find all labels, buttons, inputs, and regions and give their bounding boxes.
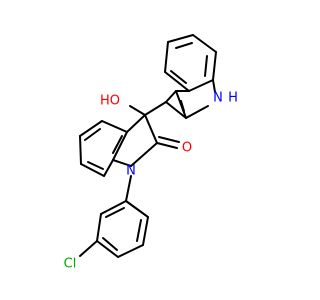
atom-label-h-indole: H: [228, 91, 238, 106]
bond: [165, 90, 177, 103]
bond: [164, 41, 169, 73]
bond: [164, 71, 190, 92]
bond: [87, 161, 104, 170]
bond: [212, 51, 217, 81]
molecule-canvas: N H HO O N Cl: [63, 34, 238, 272]
bond: [101, 120, 128, 133]
bond: [188, 79, 214, 92]
bond: [96, 213, 102, 242]
bond: [165, 101, 187, 119]
bond: [80, 163, 105, 177]
bond: [96, 240, 119, 258]
bond: [130, 142, 158, 167]
bond: [212, 79, 216, 93]
atom-label-carbonyl-oxygen: O: [182, 141, 192, 156]
bond: [180, 100, 185, 112]
bond: [112, 135, 123, 154]
bond: [103, 159, 114, 177]
bond: [79, 240, 98, 257]
bond: [204, 55, 208, 77]
bond: [117, 244, 144, 258]
atom-label-n-lactam: N: [126, 164, 136, 179]
bond: [100, 200, 127, 215]
bond: [175, 90, 187, 119]
bond-layer: [79, 34, 217, 258]
bond: [175, 42, 193, 49]
bond: [185, 105, 209, 119]
bond: [79, 135, 82, 165]
structure-diagram: N H HO O N Cl: [64, 34, 238, 272]
atom-label-n-indole: N: [213, 91, 223, 106]
bond: [158, 136, 180, 143]
bond: [192, 34, 217, 53]
bond: [156, 142, 178, 149]
bond: [112, 131, 128, 161]
bond: [125, 200, 149, 218]
bond: [105, 207, 125, 218]
bond: [79, 120, 103, 137]
bond: [126, 114, 146, 133]
bond: [170, 70, 187, 84]
bond: [112, 159, 132, 167]
bond: [136, 219, 142, 242]
bond: [167, 34, 194, 43]
bond: [129, 105, 146, 116]
bond: [144, 114, 158, 144]
bond: [144, 101, 167, 116]
bond: [84, 128, 101, 141]
bond: [102, 237, 118, 251]
atom-label-layer: N H HO O N Cl: [64, 91, 238, 272]
atom-label-hydroxyl: HO: [100, 94, 120, 109]
bond: [125, 175, 132, 202]
atom-label-chlorine: Cl: [64, 257, 77, 272]
bond: [142, 216, 149, 246]
